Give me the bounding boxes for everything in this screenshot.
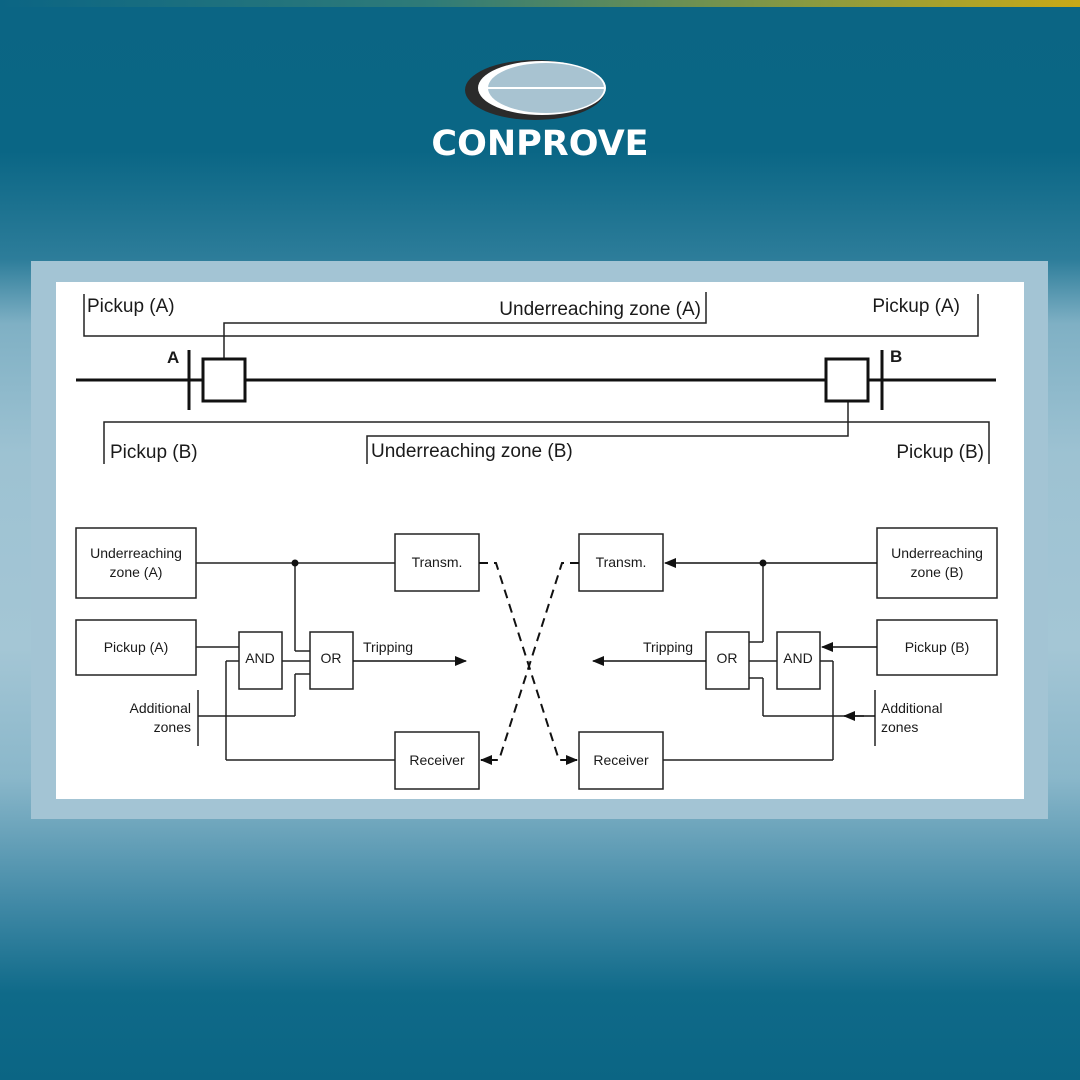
or-gate-a-label: OR bbox=[321, 650, 342, 666]
underreaching-a-block-line2: zone (A) bbox=[110, 564, 163, 580]
or-gate-a bbox=[309, 631, 354, 690]
additional-zones-b-line2: zones bbox=[881, 719, 918, 735]
pickup-b-right-label: Pickup (B) bbox=[896, 442, 984, 463]
transmitter-b-block bbox=[578, 533, 664, 592]
underreaching-b-zone-bracket bbox=[366, 400, 849, 464]
bus-b-label: B bbox=[890, 347, 902, 366]
pickup-b-block-label: Pickup (B) bbox=[905, 639, 970, 655]
underreaching-b-block bbox=[876, 527, 998, 599]
breaker-b-icon bbox=[824, 357, 870, 403]
underreaching-a-block bbox=[75, 527, 197, 599]
underreaching-b-block-line2: zone (B) bbox=[911, 564, 964, 580]
transmitter-a-block bbox=[394, 533, 480, 592]
receiver-a-block bbox=[394, 731, 480, 790]
bus-a-label: A bbox=[167, 348, 179, 367]
tripping-a-label: Tripping bbox=[363, 639, 413, 655]
pickup-a-block bbox=[75, 619, 197, 676]
receiver-b-block bbox=[578, 731, 664, 790]
or-gate-b-label: OR bbox=[717, 650, 738, 666]
underreaching-a-label: Underreaching zone (A) bbox=[499, 299, 701, 320]
junction-dot-b bbox=[759, 559, 767, 567]
pickup-b-zone-bracket bbox=[103, 421, 990, 464]
pickup-a-right-label: Pickup (A) bbox=[872, 296, 960, 317]
underreaching-b-block-line1: Underreaching bbox=[891, 545, 983, 561]
additional-zones-b-line1: Additional bbox=[881, 700, 943, 716]
conprove-ellipse-logo-icon bbox=[465, 60, 606, 120]
brand-name: CONPROVE bbox=[431, 124, 649, 164]
pickup-b-block bbox=[876, 619, 998, 676]
breaker-a-icon bbox=[201, 357, 247, 403]
additional-zones-a-line1: Additional bbox=[130, 700, 192, 716]
channel-b-to-a bbox=[480, 562, 579, 765]
diagram-svg: A B Pickup (A) Pickup (A) Underreaching … bbox=[75, 292, 998, 790]
underreaching-a-block-line1: Underreaching bbox=[90, 545, 182, 561]
underreaching-b-label: Underreaching zone (B) bbox=[371, 441, 573, 462]
pickup-b-left-label: Pickup (B) bbox=[110, 442, 198, 463]
pickup-a-zone-bracket bbox=[83, 294, 979, 337]
tripping-b-label: Tripping bbox=[643, 639, 693, 655]
and-gate-a-label: AND bbox=[245, 650, 275, 666]
underreaching-a-zone-bracket bbox=[223, 292, 707, 360]
and-gate-b-label: AND bbox=[783, 650, 813, 666]
teleprotection-diagram: A B Pickup (A) Pickup (A) Underreaching … bbox=[56, 282, 1024, 799]
pickup-a-block-label: Pickup (A) bbox=[104, 639, 169, 655]
or-gate-b bbox=[705, 631, 750, 690]
channel-a-to-b bbox=[479, 562, 578, 765]
top-accent-strip bbox=[0, 0, 1080, 7]
receiver-b-label: Receiver bbox=[593, 752, 649, 768]
additional-zones-a-line2: zones bbox=[154, 719, 191, 735]
transmitter-b-label: Transm. bbox=[596, 554, 647, 570]
pickup-a-left-label: Pickup (A) bbox=[87, 296, 175, 317]
junction-dot-a bbox=[291, 559, 299, 567]
transmitter-a-label: Transm. bbox=[412, 554, 463, 570]
receiver-a-label: Receiver bbox=[409, 752, 465, 768]
conprove-logo: CONPROVE bbox=[420, 58, 660, 168]
